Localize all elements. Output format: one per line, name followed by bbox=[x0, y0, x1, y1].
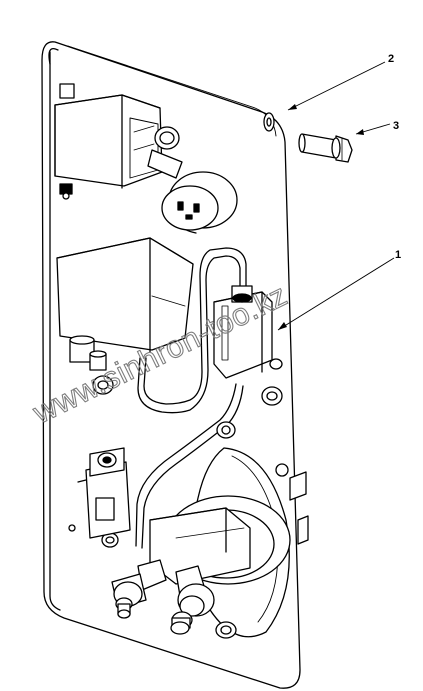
small-terminal bbox=[59, 183, 73, 200]
callout-3: 3 bbox=[393, 120, 399, 132]
base-screws bbox=[68, 524, 237, 639]
relay-bracket-screw bbox=[147, 126, 183, 179]
callout-1: 1 bbox=[395, 249, 401, 261]
round-socket bbox=[161, 171, 238, 234]
terminal-post-right bbox=[170, 565, 215, 635]
bolt-part-3 bbox=[298, 133, 353, 163]
top-relay bbox=[54, 83, 163, 189]
wire-harness bbox=[135, 247, 247, 549]
washer-part-2 bbox=[263, 112, 275, 132]
leader-1 bbox=[277, 257, 395, 331]
module-screws bbox=[92, 358, 283, 406]
leader-2 bbox=[287, 61, 386, 111]
callout-2: 2 bbox=[388, 53, 394, 65]
large-relay bbox=[56, 237, 194, 371]
leader-arrows bbox=[278, 104, 364, 330]
terminal-post-left bbox=[111, 559, 167, 619]
fuse-holder bbox=[77, 447, 131, 539]
leader-lines bbox=[277, 61, 395, 331]
module-part-1 bbox=[213, 285, 273, 379]
